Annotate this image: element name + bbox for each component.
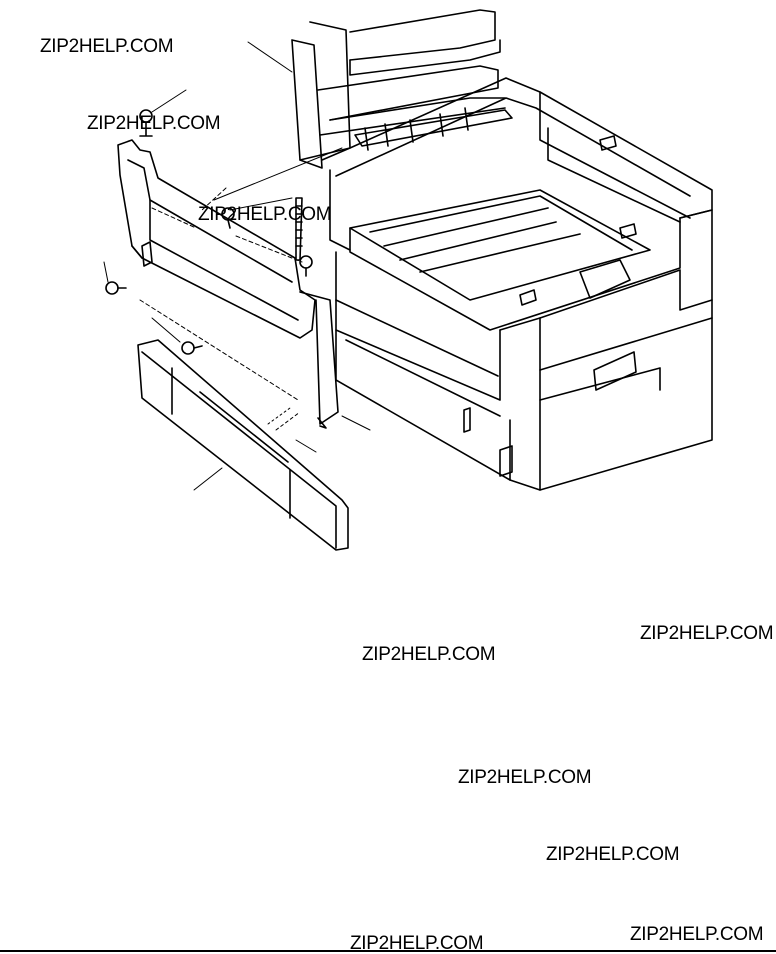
leader-lines	[103, 41, 371, 491]
watermark-text: ZIP2HELP.COM	[362, 644, 496, 665]
watermark-text: ZIP2HELP.COM	[458, 767, 592, 788]
front-cover	[117, 139, 339, 429]
watermark-text: ZIP2HELP.COM	[546, 844, 680, 865]
bottom-rule	[0, 950, 776, 952]
watermark-text: ZIP2HELP.COM	[640, 623, 774, 644]
watermark-text: ZIP2HELP.COM	[630, 924, 764, 945]
printer-body	[291, 9, 713, 491]
watermark-text: ZIP2HELP.COM	[40, 36, 174, 57]
watermark-text: ZIP2HELP.COM	[87, 113, 221, 134]
watermark-text: ZIP2HELP.COM	[350, 933, 484, 954]
spring	[295, 197, 303, 261]
lower-cover	[137, 339, 349, 551]
watermark-text: ZIP2HELP.COM	[198, 204, 332, 225]
screws	[105, 109, 313, 355]
